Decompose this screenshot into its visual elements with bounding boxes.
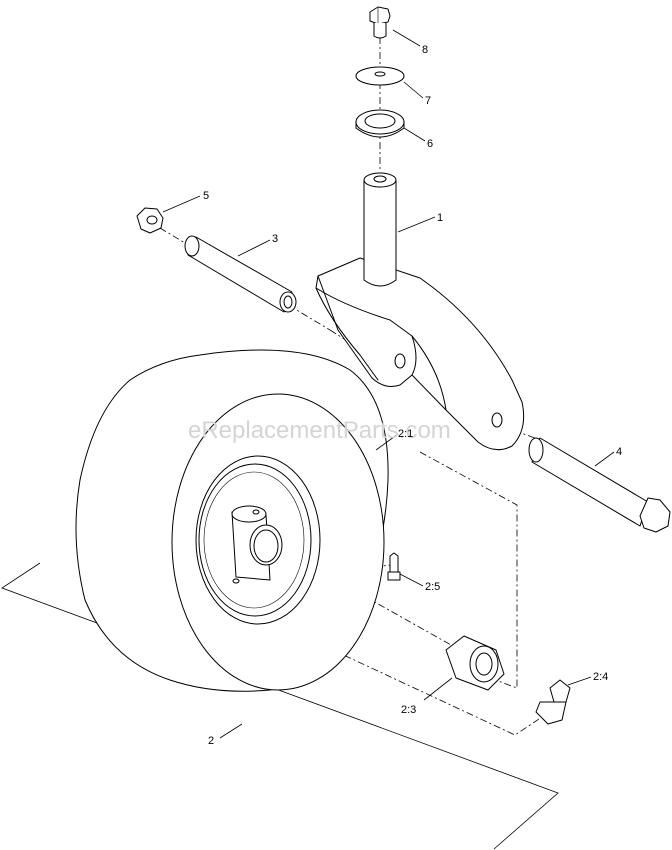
caster-fork-part-1 — [315, 172, 525, 451]
callout-7: 7 — [425, 95, 431, 107]
bolt-part-8 — [369, 6, 391, 39]
callout-6: 6 — [427, 138, 433, 150]
callout-2: 2 — [208, 735, 214, 747]
callout-2-4: 2:4 — [593, 671, 608, 683]
grease-fitting-part-2-5 — [387, 552, 401, 581]
callout-2-1: 2:1 — [398, 428, 413, 440]
callout-4: 4 — [616, 446, 622, 458]
callout-8: 8 — [422, 44, 428, 56]
axle-bolt-part-4 — [528, 437, 671, 533]
callout-2-3: 2:3 — [401, 704, 416, 716]
callout-1: 1 — [437, 212, 443, 224]
leader-lines — [162, 29, 615, 739]
wheel-assembly-part-2 — [75, 349, 389, 692]
callout-3: 3 — [272, 233, 278, 245]
spacer-tube-part-3 — [184, 235, 297, 313]
bearing-part-2-3 — [445, 635, 505, 691]
bushing-part-6 — [355, 109, 405, 138]
ground-plane-lines — [1, 562, 559, 850]
callout-2-5: 2:5 — [425, 581, 440, 593]
valve-stem-part-2-4 — [535, 679, 571, 725]
lock-nut-part-5 — [136, 207, 164, 234]
washer-part-7 — [355, 66, 405, 86]
watermark-text: eReplacementParts.com — [188, 417, 451, 444]
callout-labels: 8 7 6 1 5 3 4 2:1 2:5 2:3 2:4 2 — [203, 44, 622, 747]
callout-5: 5 — [203, 190, 209, 202]
